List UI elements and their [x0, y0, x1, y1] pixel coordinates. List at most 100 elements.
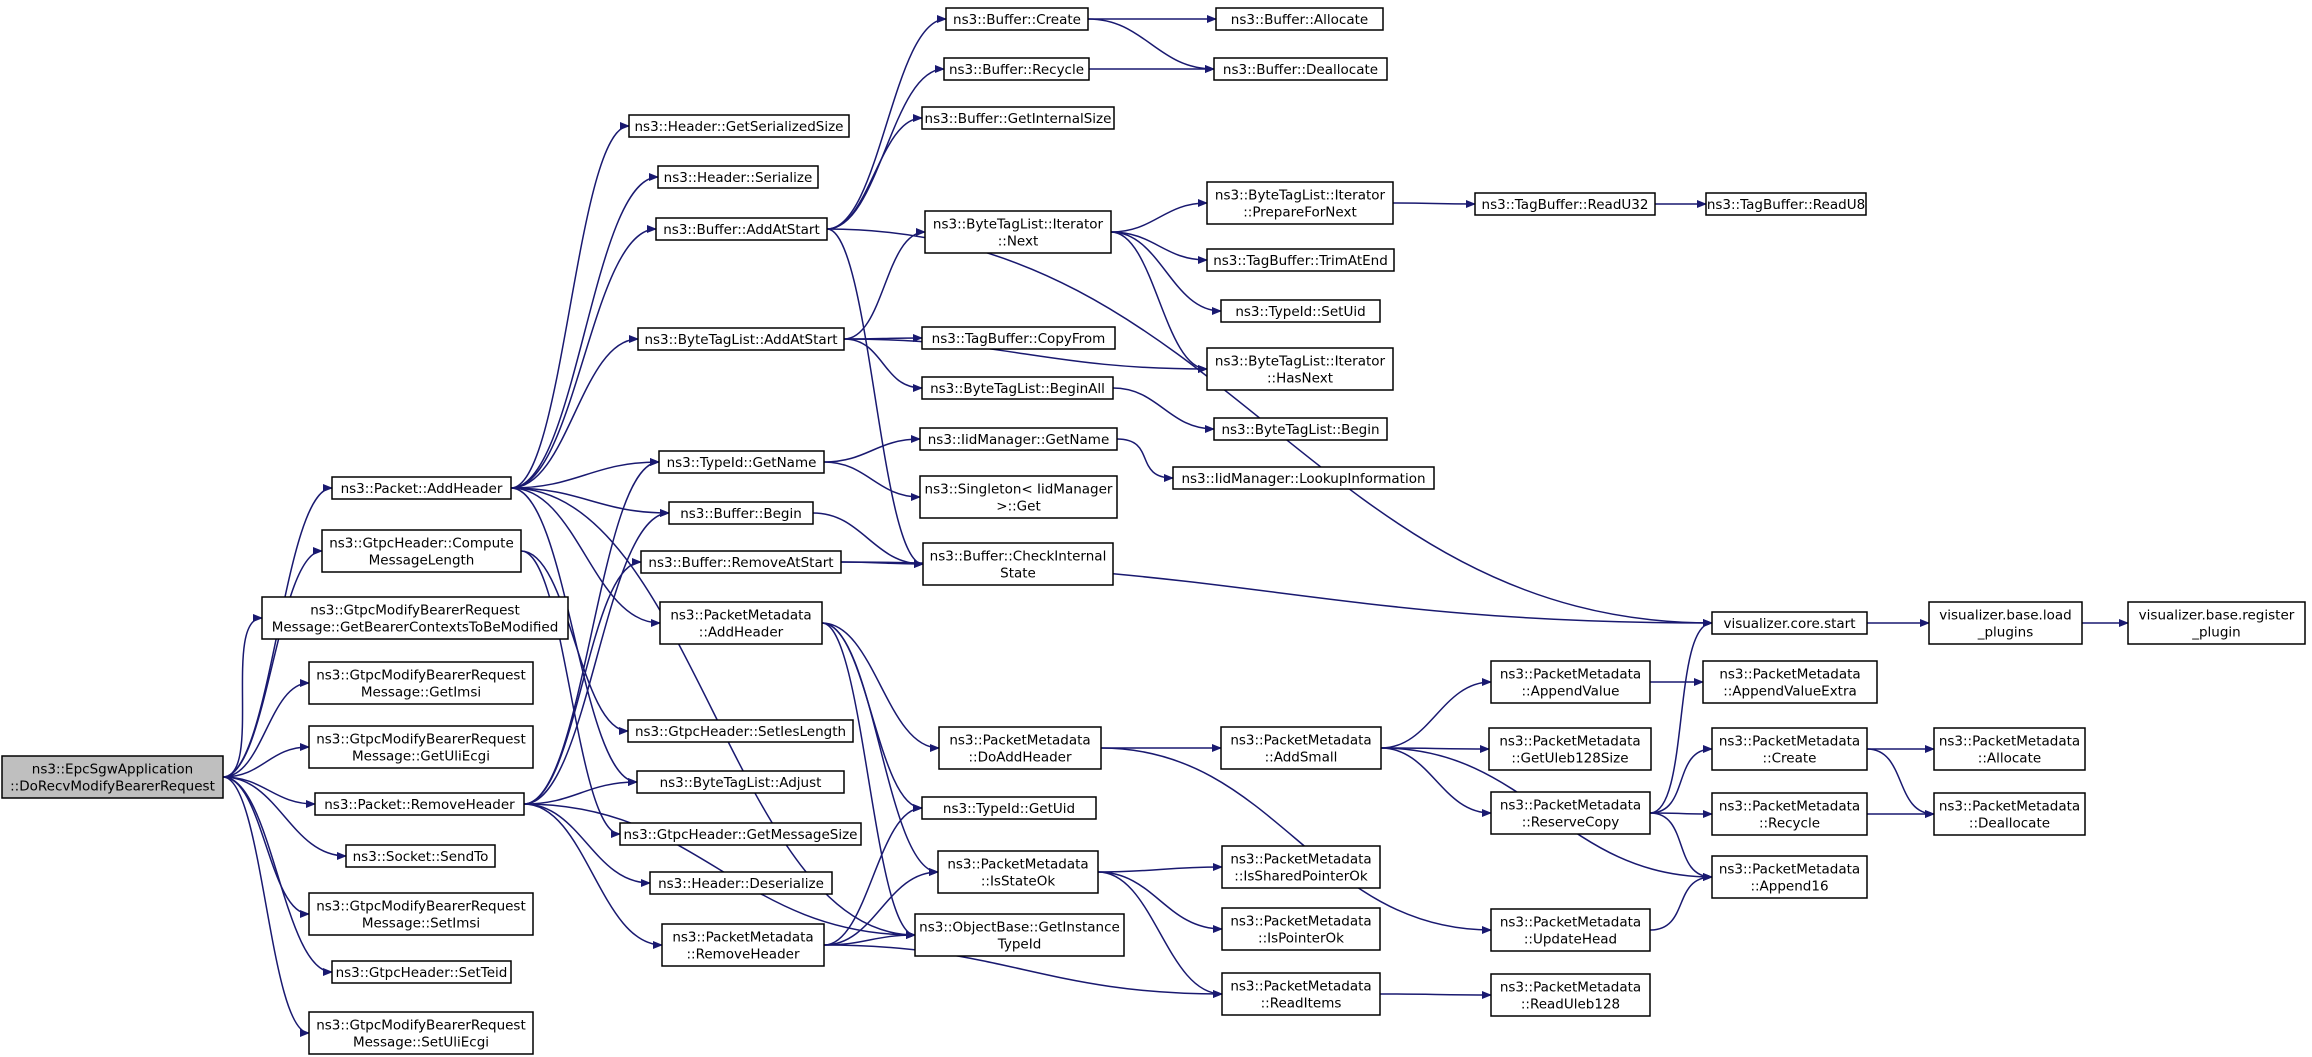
node-header-getserializedsize[interactable]: ns3::Header::GetSerializedSize	[628, 114, 850, 138]
node-get-bearer-ctx[interactable]: ns3::GtpcModifyBearerRequestMessage::Get…	[261, 596, 569, 640]
node-get-uli-ecgi[interactable]: ns3::GtpcModifyBearerRequestMessage::Get…	[308, 725, 534, 769]
node-box	[921, 376, 1114, 400]
node-buffer-getinternalsize[interactable]: ns3::Buffer::GetInternalSize	[921, 106, 1115, 130]
node-label-line: ::DoRecvModifyBearerRequest	[10, 779, 215, 795]
node-box	[658, 450, 825, 474]
node-tagbuffer-readu8[interactable]: ns3::TagBuffer::ReadU8	[1705, 192, 1867, 216]
node-typeid-setuid[interactable]: ns3::TypeId::SetUid	[1220, 299, 1381, 323]
edge-root-to-set-imsi	[222, 776, 310, 918]
node-box	[1172, 466, 1435, 490]
node-tagbuffer-copyfrom[interactable]: ns3::TagBuffer::CopyFrom	[921, 326, 1116, 350]
edge-compute-msglen-to-gtpc-setieslength	[520, 550, 629, 735]
node-label-line: ns3::Singleton< IidManager	[925, 482, 1113, 498]
node-root[interactable]: ns3::EpcSgwApplication::DoRecvModifyBear…	[1, 755, 224, 799]
edge-buffer-addatstart-to-buffer-recycle	[826, 65, 945, 230]
node-btl-addatstart[interactable]: ns3::ByteTagList::AddAtStart	[637, 327, 845, 351]
edge-packet-addheader-to-buffer-begin	[510, 487, 670, 517]
edge-packet-addheader-to-buffer-addatstart	[510, 225, 657, 489]
node-label-line: ::ReadItems	[1261, 996, 1342, 1012]
node-vis-base-register[interactable]: visualizer.base.register_plugin	[2127, 601, 2306, 645]
node-box	[921, 796, 1097, 820]
node-typeid-getname[interactable]: ns3::TypeId::GetName	[658, 450, 825, 474]
node-pm-readuleb128[interactable]: ns3::PacketMetadata::ReadUleb128	[1490, 973, 1651, 1017]
node-pm-appendvalue[interactable]: ns3::PacketMetadata::AppendValue	[1490, 660, 1651, 704]
node-pm-reservecopy[interactable]: ns3::PacketMetadata::ReserveCopy	[1490, 791, 1651, 835]
edge-pm-reservecopy-to-pm-recycle	[1649, 809, 1713, 818]
node-socket-sendto[interactable]: ns3::Socket::SendTo	[345, 844, 496, 868]
node-btl-it-prepare[interactable]: ns3::ByteTagList::Iterator::PrepareForNe…	[1206, 181, 1394, 225]
node-pm-recycle[interactable]: ns3::PacketMetadata::Recycle	[1711, 792, 1868, 836]
node-btl-beginall[interactable]: ns3::ByteTagList::BeginAll	[921, 376, 1114, 400]
edge-buffer-addatstart-to-buffer-create	[826, 15, 947, 230]
node-pm-deallocate[interactable]: ns3::PacketMetadata::Deallocate	[1933, 792, 2086, 836]
node-pm-addheader[interactable]: ns3::PacketMetadata::AddHeader	[659, 601, 823, 645]
node-label-line: ns3::GtpcModifyBearerRequest	[316, 1018, 526, 1034]
node-tagbuffer-trimatend[interactable]: ns3::TagBuffer::TrimAtEnd	[1206, 248, 1395, 272]
node-box	[921, 106, 1115, 130]
node-label-line: Message::GetImsi	[361, 685, 481, 701]
node-buffer-deallocate[interactable]: ns3::Buffer::Deallocate	[1213, 57, 1388, 81]
node-singleton-get[interactable]: ns3::Singleton< IidManager>::Get	[919, 475, 1118, 519]
node-label-line: ::DoAddHeader	[968, 750, 1071, 766]
node-label-line: ns3::Buffer::Begin	[680, 506, 802, 522]
node-label-line: ::AppendValueExtra	[1723, 684, 1857, 700]
node-buffer-begin[interactable]: ns3::Buffer::Begin	[668, 501, 814, 525]
node-pm-issharedpointerok[interactable]: ns3::PacketMetadata::IsSharedPointerOk	[1221, 845, 1381, 889]
node-pm-append16[interactable]: ns3::PacketMetadata::Append16	[1711, 855, 1868, 899]
node-btl-it-next[interactable]: ns3::ByteTagList::Iterator::Next	[924, 210, 1112, 254]
node-label-line: ns3::TypeId::GetUid	[943, 801, 1075, 817]
node-header-serialize[interactable]: ns3::Header::Serialize	[657, 165, 819, 189]
node-label-line: ::Allocate	[1978, 751, 2041, 767]
node-box	[308, 892, 534, 936]
node-btl-begin[interactable]: ns3::ByteTagList::Begin	[1213, 417, 1388, 441]
node-header-deserialize[interactable]: ns3::Header::Deserialize	[649, 871, 833, 895]
node-pm-updatehead[interactable]: ns3::PacketMetadata::UpdateHead	[1490, 908, 1651, 952]
node-pm-create[interactable]: ns3::PacketMetadata::Create	[1711, 727, 1868, 771]
node-buffer-recycle[interactable]: ns3::Buffer::Recycle	[943, 57, 1090, 81]
node-iid-lookupinfo[interactable]: ns3::IidManager::LookupInformation	[1172, 466, 1435, 490]
node-gtpc-setieslength[interactable]: ns3::GtpcHeader::SetIesLength	[627, 719, 854, 743]
node-label-line: MessageLength	[369, 553, 475, 569]
node-pm-ispointerok[interactable]: ns3::PacketMetadata::IsPointerOk	[1221, 907, 1381, 951]
node-packet-removeheader[interactable]: ns3::Packet::RemoveHeader	[314, 792, 525, 816]
node-pm-removeheader[interactable]: ns3::PacketMetadata::RemoveHeader	[661, 923, 825, 967]
node-pm-readitems[interactable]: ns3::PacketMetadata::ReadItems	[1221, 972, 1381, 1016]
node-gtpc-getmessagesize[interactable]: ns3::GtpcHeader::GetMessageSize	[619, 822, 862, 846]
node-box	[937, 850, 1099, 894]
node-pm-appendvalueextra[interactable]: ns3::PacketMetadata::AppendValueExtra	[1702, 660, 1878, 704]
node-packet-addheader[interactable]: ns3::Packet::AddHeader	[331, 476, 512, 500]
node-btl-adjust[interactable]: ns3::ByteTagList::Adjust	[636, 770, 845, 794]
node-vis-core-start[interactable]: visualizer.core.start	[1711, 611, 1868, 635]
edge-btl-it-next-to-btl-it-hasnext	[1110, 231, 1208, 373]
node-box	[261, 596, 569, 640]
node-pm-doaddheader[interactable]: ns3::PacketMetadata::DoAddHeader	[938, 726, 1102, 770]
node-vis-base-load[interactable]: visualizer.base.load_plugins	[1928, 601, 2083, 645]
node-box	[938, 726, 1102, 770]
edge-btl-addatstart-to-btl-it-hasnext	[843, 338, 1208, 373]
node-buffer-removeatstart[interactable]: ns3::Buffer::RemoveAtStart	[640, 550, 842, 574]
edge-btl-it-prepare-to-tagbuffer-readu32	[1392, 199, 1476, 208]
node-buffer-create[interactable]: ns3::Buffer::Create	[945, 7, 1089, 31]
edge-buffer-create-to-buffer-deallocate	[1087, 18, 1215, 73]
node-buffer-addatstart[interactable]: ns3::Buffer::AddAtStart	[655, 217, 828, 241]
node-buffer-allocate[interactable]: ns3::Buffer::Allocate	[1215, 7, 1384, 31]
node-typeid-getuid[interactable]: ns3::TypeId::GetUid	[921, 796, 1097, 820]
node-label-line: ns3::Header::Deserialize	[658, 876, 824, 892]
edge-buffer-addatstart-to-buffer-getinternalsize	[826, 114, 923, 230]
node-pm-isstateok[interactable]: ns3::PacketMetadata::IsStateOk	[937, 850, 1099, 894]
node-btl-it-hasnext[interactable]: ns3::ByteTagList::Iterator::HasNext	[1206, 347, 1394, 391]
edge-pm-reservecopy-to-vis-core-start	[1649, 619, 1713, 814]
node-set-imsi[interactable]: ns3::GtpcModifyBearerRequestMessage::Set…	[308, 892, 534, 936]
node-set-teid[interactable]: ns3::GtpcHeader::SetTeid	[331, 960, 512, 984]
node-get-imsi[interactable]: ns3::GtpcModifyBearerRequestMessage::Get…	[308, 661, 534, 705]
node-iid-getname[interactable]: ns3::IidManager::GetName	[919, 427, 1118, 451]
node-tagbuffer-readu32[interactable]: ns3::TagBuffer::ReadU32	[1474, 192, 1656, 216]
node-box	[921, 326, 1116, 350]
node-pm-getuleb128size[interactable]: ns3::PacketMetadata::GetUleb128Size	[1488, 727, 1652, 771]
node-pm-addsmall[interactable]: ns3::PacketMetadata::AddSmall	[1220, 726, 1382, 770]
node-pm-allocate[interactable]: ns3::PacketMetadata::Allocate	[1933, 727, 2086, 771]
node-set-uli-ecgi[interactable]: ns3::GtpcModifyBearerRequestMessage::Set…	[308, 1011, 534, 1055]
